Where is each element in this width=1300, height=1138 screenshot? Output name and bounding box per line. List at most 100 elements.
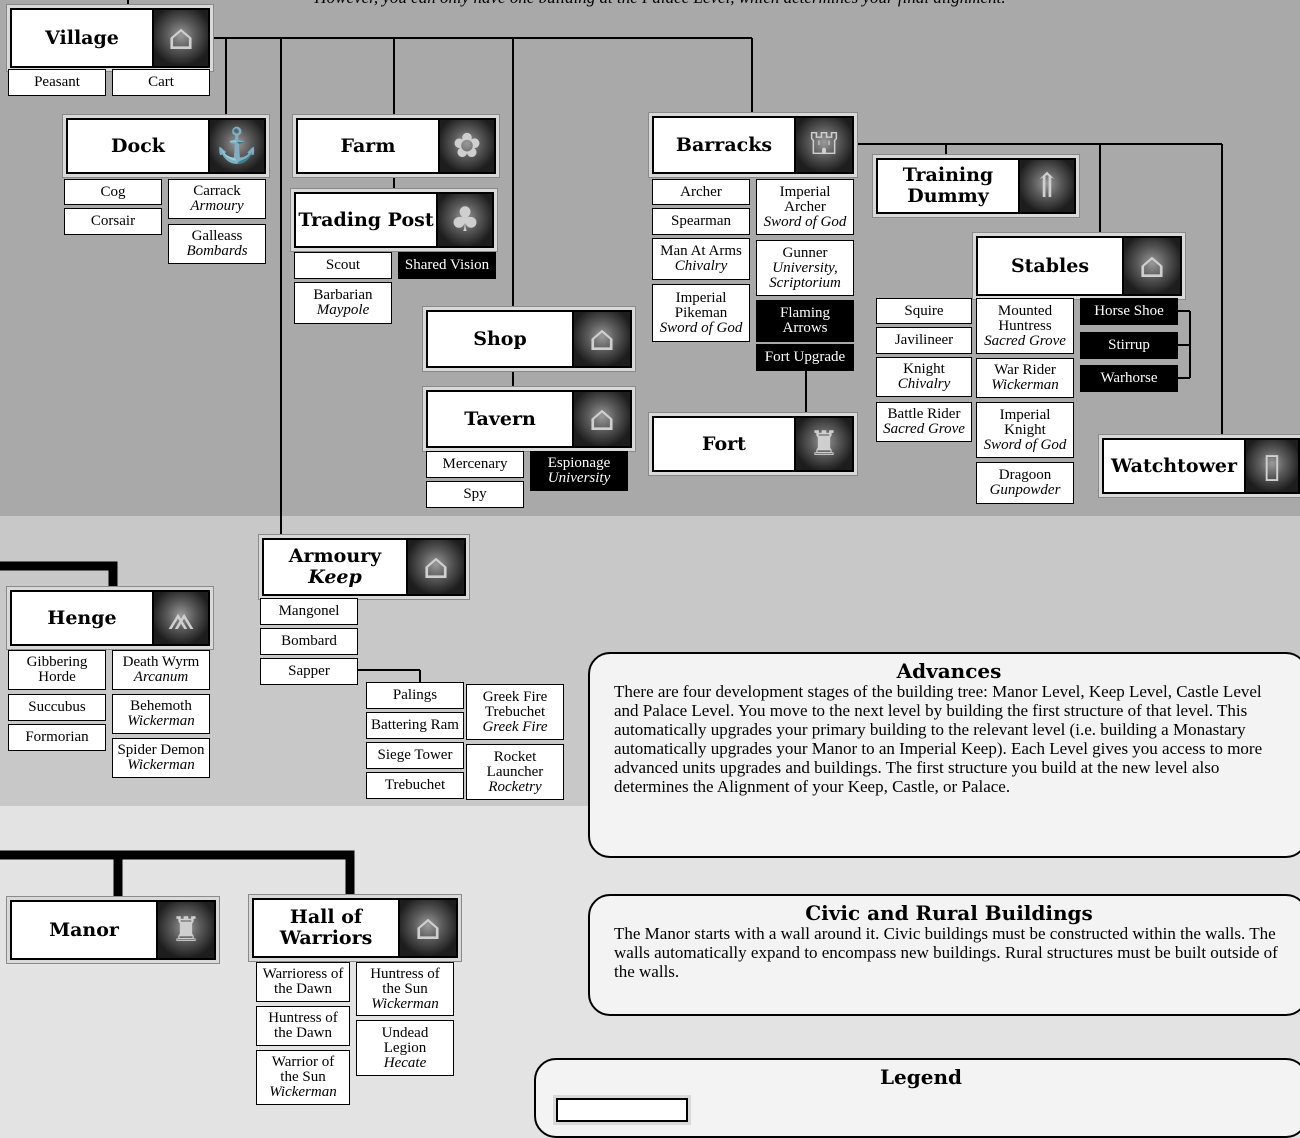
unit-label: Behemoth: [130, 698, 192, 714]
unit-spy[interactable]: Spy: [426, 481, 524, 508]
village-icon: ⌂: [152, 10, 208, 66]
unit-siege-tower[interactable]: Siege Tower: [366, 742, 464, 769]
unit-label: Spider Demon: [117, 742, 205, 758]
unit-label: Stirrup: [1108, 337, 1150, 353]
civic-title: Civic and Rural Buildings: [805, 901, 1093, 925]
unit-peasant[interactable]: Peasant: [8, 69, 106, 96]
building-barracks[interactable]: Barracks ⛫: [652, 116, 854, 174]
unit-gibbering-horde[interactable]: Gibbering Horde: [8, 650, 106, 690]
unit-shared-vision[interactable]: Shared Vision: [398, 252, 496, 279]
upgrade-horse-shoe[interactable]: Horse Shoe: [1080, 298, 1178, 325]
unit-label: Warrioress of the Dawn: [262, 966, 344, 997]
unit-label: Greek Fire Trebuchet: [482, 688, 548, 720]
unit-requirement: University: [547, 470, 611, 486]
building-tavern[interactable]: Tavern ⌂: [426, 390, 632, 448]
top-note: However, you can only have one building …: [0, 0, 1300, 8]
unit-label: Battle Rider: [887, 406, 961, 422]
unit-cog[interactable]: Cog: [64, 179, 162, 205]
unit-palings[interactable]: Palings: [366, 682, 464, 709]
unit-cart[interactable]: Cart: [112, 69, 210, 96]
building-name: Dock: [111, 134, 165, 157]
unit-scout[interactable]: Scout: [294, 252, 392, 279]
armoury-label: Armoury: [288, 545, 382, 567]
tavern-icon: ⌂: [572, 392, 630, 446]
building-village[interactable]: Village ⌂: [10, 8, 210, 68]
trading-post-icon: ♣: [436, 194, 492, 246]
unit-sapper[interactable]: Sapper: [260, 658, 358, 685]
building-shop[interactable]: Shop ⌂: [426, 310, 632, 368]
unit-label: Spy: [463, 486, 487, 502]
unit-label: Barbarian: [313, 287, 373, 303]
upgrade-warhorse[interactable]: Warhorse: [1080, 365, 1178, 392]
manor-icon: ♜: [156, 902, 214, 958]
unit-succubus[interactable]: Succubus: [8, 694, 106, 721]
building-dock[interactable]: Dock ⚓: [66, 118, 266, 174]
building-name: Manor: [49, 918, 119, 941]
unit-battering-ram[interactable]: Battering Ram: [366, 712, 464, 739]
building-manor[interactable]: Manor ♜: [10, 900, 216, 960]
building-trading-post[interactable]: Trading Post ♣: [294, 192, 494, 248]
building-watchtower[interactable]: Watchtower ▯: [1102, 438, 1300, 494]
unit-spearman[interactable]: Spearman: [652, 208, 750, 235]
unit-mangonel[interactable]: Mangonel: [260, 598, 358, 625]
unit-corsair[interactable]: Corsair: [64, 208, 162, 235]
unit-squire[interactable]: Squire: [876, 298, 972, 324]
unit-label: Javilineer: [894, 332, 954, 348]
unit-label: Shared Vision: [404, 257, 490, 273]
unit-flaming-arrows[interactable]: Flaming Arrows: [756, 300, 854, 342]
unit-bombard[interactable]: Bombard: [260, 628, 358, 655]
unit-trebuchet[interactable]: Trebuchet: [366, 772, 464, 799]
unit-archer[interactable]: Archer: [652, 179, 750, 205]
legend-title: Legend: [879, 1065, 963, 1089]
unit-warrioress-of-the-dawn[interactable]: Warrioress of the Dawn: [256, 962, 350, 1002]
unit-label: Spearman: [671, 213, 731, 229]
unit-label: Peasant: [34, 74, 80, 90]
unit-label: Imperial Pikeman: [674, 289, 728, 321]
building-hall-of-warriors[interactable]: Hall of Warriors ⌂: [252, 898, 458, 958]
upgrade-stirrup[interactable]: Stirrup: [1080, 332, 1178, 359]
unit-label: Imperial Archer: [779, 183, 831, 215]
watchtower-icon: ▯: [1244, 440, 1298, 492]
building-name: Village: [45, 26, 119, 49]
unit-javilineer[interactable]: Javilineer: [876, 327, 972, 354]
building-henge[interactable]: Henge ⩕: [10, 590, 210, 646]
unit-fort-upgrade[interactable]: Fort Upgrade: [756, 344, 854, 371]
building-farm[interactable]: Farm ✿: [296, 118, 496, 174]
unit-requirement: Wickerman: [127, 713, 195, 729]
building-armoury[interactable]: Armoury Keep ⌂: [262, 538, 466, 596]
unit-mercenary[interactable]: Mercenary: [426, 451, 524, 478]
unit-label: Undead Legion: [381, 1024, 429, 1056]
unit-requirement: Wickerman: [371, 995, 439, 1012]
unit-label: Gunner: [782, 244, 828, 261]
building-training-dummy[interactable]: Training Dummy ⇑: [876, 158, 1076, 214]
stables-icon: ⌂: [1122, 238, 1180, 294]
unit-huntress-of-the-dawn[interactable]: Huntress of the Dawn: [256, 1006, 350, 1046]
building-name: Stables: [1010, 254, 1090, 277]
building-fort[interactable]: Fort ♜: [652, 416, 854, 472]
unit-label: Galleass: [191, 228, 243, 244]
building-stables[interactable]: Stables ⌂: [976, 236, 1182, 296]
unit-formorian[interactable]: Formorian: [8, 724, 106, 751]
